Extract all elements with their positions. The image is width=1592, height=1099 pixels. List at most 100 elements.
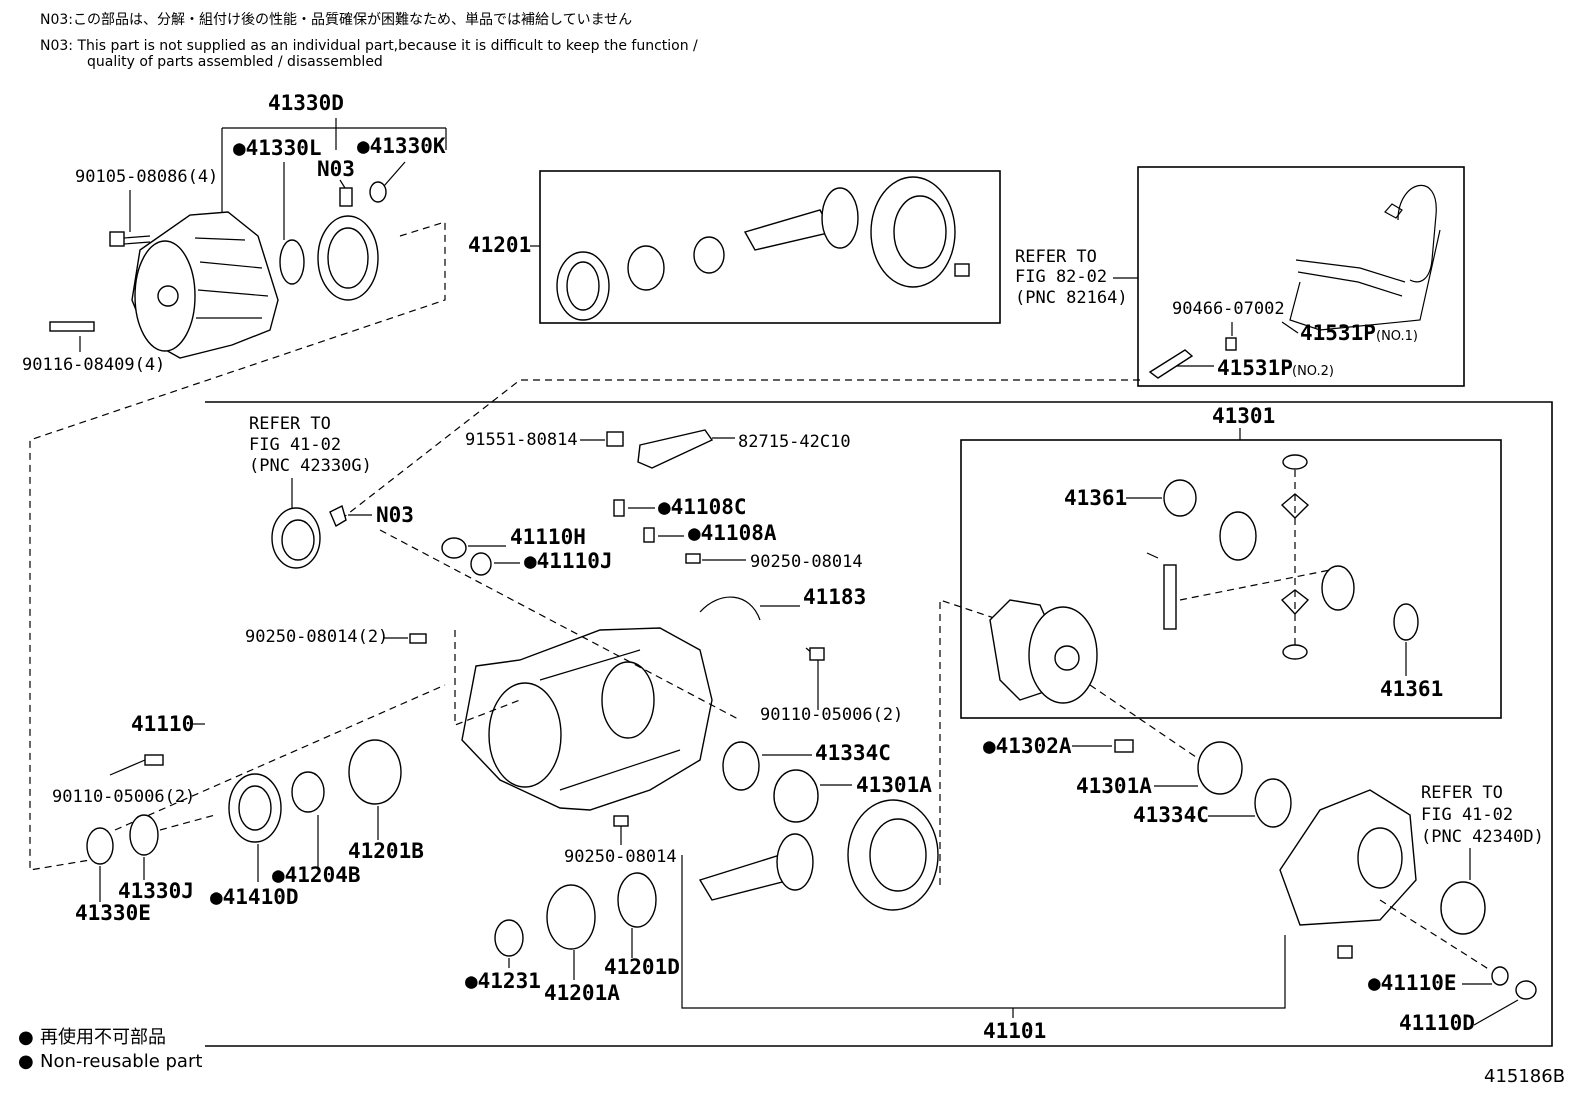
label-41330J: 41330J bbox=[118, 879, 194, 903]
snap-ring-41330L bbox=[279, 239, 305, 285]
label-41301A-b: 41301A bbox=[1076, 774, 1152, 798]
hose-41531P-no2 bbox=[1148, 349, 1194, 379]
bolt-90110-l bbox=[144, 754, 164, 766]
bearing-41201B bbox=[348, 739, 402, 805]
dashed-guide-diff bbox=[1179, 470, 1331, 650]
diff-case-hole bbox=[1054, 645, 1080, 671]
note-en-line2: quality of parts assembled / disassemble… bbox=[87, 54, 383, 70]
pin-90250-b bbox=[613, 815, 629, 827]
label-41110D: 41110D bbox=[1399, 1011, 1475, 1035]
shim-41334C-a bbox=[722, 741, 760, 791]
bearing-41201A bbox=[546, 884, 596, 950]
bolt-90105-head bbox=[109, 231, 125, 247]
bolt-91551 bbox=[606, 431, 624, 447]
label-41334C-a: 41334C bbox=[815, 741, 891, 765]
thrust-washer-41361-a bbox=[1163, 479, 1197, 517]
label-41201B: 41201B bbox=[348, 839, 424, 863]
label-refer41b-line3: (PNC 42340D) bbox=[1421, 827, 1544, 847]
label-41110: 41110 bbox=[131, 712, 194, 736]
label-refer82-line2: FIG 82-02 bbox=[1015, 267, 1107, 287]
plug-41108A bbox=[643, 527, 655, 543]
label-41531P-no1: 41531P bbox=[1300, 321, 1376, 345]
bolt-cover bbox=[1337, 945, 1353, 959]
bearing-small-41201 bbox=[693, 236, 725, 274]
plug-41108C bbox=[613, 499, 625, 517]
label-41334C-b: 41334C bbox=[1133, 803, 1209, 827]
label-41531P-no2-sub: (NO.2) bbox=[1292, 364, 1334, 379]
rear-cover-42340D bbox=[1279, 789, 1417, 926]
plug-n03 bbox=[339, 187, 353, 207]
label-refer82-line1: REFER TO bbox=[1015, 247, 1097, 267]
label-90116-08409: 90116-08409(4) bbox=[22, 355, 165, 375]
stud-90116 bbox=[49, 321, 95, 332]
label-refer41a-line3: (PNC 42330G) bbox=[249, 456, 372, 476]
box-41301 bbox=[960, 439, 1502, 719]
pinion-shaft-41201 bbox=[743, 209, 834, 251]
label-90110-05006-l: 90110-05006(2) bbox=[52, 787, 195, 807]
note-jp: N03:この部品は、分解・組付け後の性能・品質確保が困難なため、単品では補給して… bbox=[40, 12, 632, 28]
pin-90250-2 bbox=[409, 633, 427, 644]
label-refer41b-line2: FIG 41-02 bbox=[1421, 805, 1513, 825]
label-41101: 41101 bbox=[983, 1019, 1046, 1043]
breather-bracket bbox=[1289, 229, 1441, 331]
label-41183: 41183 bbox=[803, 585, 866, 609]
dashed-guide-housing bbox=[29, 221, 446, 871]
plug-41110D bbox=[1515, 980, 1537, 1000]
bearing-41301A-a bbox=[773, 769, 819, 823]
leader-n03-top bbox=[339, 179, 346, 189]
washer-bottom bbox=[1282, 644, 1308, 660]
label-90110-05006-r: 90110-05006(2) bbox=[760, 705, 903, 725]
frame-main bbox=[205, 401, 1553, 1047]
dashed-guide-left bbox=[114, 684, 446, 831]
legend-jp: 再使用不可部品 bbox=[40, 1027, 166, 1048]
label-41531P-no1-sub: (NO.1) bbox=[1376, 329, 1418, 344]
label-41531P-no2: 41531P bbox=[1217, 356, 1293, 380]
bolt-90110-r bbox=[809, 647, 825, 661]
label-41108A: ●41108A bbox=[688, 521, 777, 545]
label-90466-07002: 90466-07002 bbox=[1172, 299, 1285, 319]
label-41330E: 41330E bbox=[75, 901, 151, 925]
label-82715-42C10: 82715-42C10 bbox=[738, 432, 851, 452]
spacer-41231 bbox=[494, 919, 524, 957]
label-41231: ●41231 bbox=[465, 969, 541, 993]
thrust-washer-41361-b bbox=[1393, 603, 1419, 641]
label-41110E: ●41110E bbox=[1368, 971, 1457, 995]
label-41330K: ●41330K bbox=[357, 134, 446, 158]
dashed-guide-plug bbox=[1379, 899, 1491, 971]
cup-41201D bbox=[617, 872, 657, 928]
extension-housing-group: 41330D ●41330L ●41330K N03 90105-08086(4… bbox=[22, 91, 447, 871]
label-41302A: ●41302A bbox=[983, 734, 1072, 758]
oil-seal-large-inner bbox=[327, 227, 369, 289]
box-breather bbox=[1137, 166, 1465, 387]
pin-diff bbox=[1146, 552, 1159, 559]
leader-41531P-no1 bbox=[1281, 321, 1299, 334]
shim-41334C-b bbox=[1254, 778, 1292, 828]
legend-marker-2: ● bbox=[18, 1051, 34, 1072]
label-90250-08014-b: 90250-08014 bbox=[564, 847, 677, 867]
box-41201 bbox=[539, 170, 1001, 324]
ring-bolt-41201 bbox=[954, 263, 970, 277]
pinion-shaft-diff bbox=[1163, 564, 1177, 630]
label-91551-80814: 91551-80814 bbox=[465, 430, 578, 450]
breather-group: REFER TO FIG 82-02 (PNC 82164) 90466-070… bbox=[1015, 166, 1465, 387]
leader-41110D bbox=[1473, 999, 1519, 1026]
pinion-gear-41201 bbox=[821, 187, 859, 249]
label-41330D: 41330D bbox=[268, 91, 344, 115]
kit-41201-group: 41201 bbox=[468, 170, 1001, 324]
housing-hole bbox=[157, 285, 179, 307]
label-refer41a-line1: REFER TO bbox=[249, 414, 331, 434]
carrier-group: REFER TO FIG 41-02 (PNC 42330G) N03 9155… bbox=[52, 379, 1553, 1047]
plug-41110H bbox=[441, 537, 467, 559]
side-gear-right bbox=[1321, 565, 1355, 611]
bracket-41101 bbox=[681, 855, 1286, 1018]
bolt-41302A bbox=[1114, 739, 1134, 753]
label-refer41a-line2: FIG 41-02 bbox=[249, 435, 341, 455]
note-en-line1: N03: This part is not supplied as an ind… bbox=[40, 38, 698, 54]
bearing-cone-41201 bbox=[627, 245, 665, 291]
leader-41330K bbox=[383, 161, 406, 187]
label-n03-mid: N03 bbox=[376, 503, 414, 527]
label-41361-a: 41361 bbox=[1064, 486, 1127, 510]
dashed-guide-lower bbox=[159, 814, 216, 831]
carrier-ribs bbox=[539, 649, 681, 791]
